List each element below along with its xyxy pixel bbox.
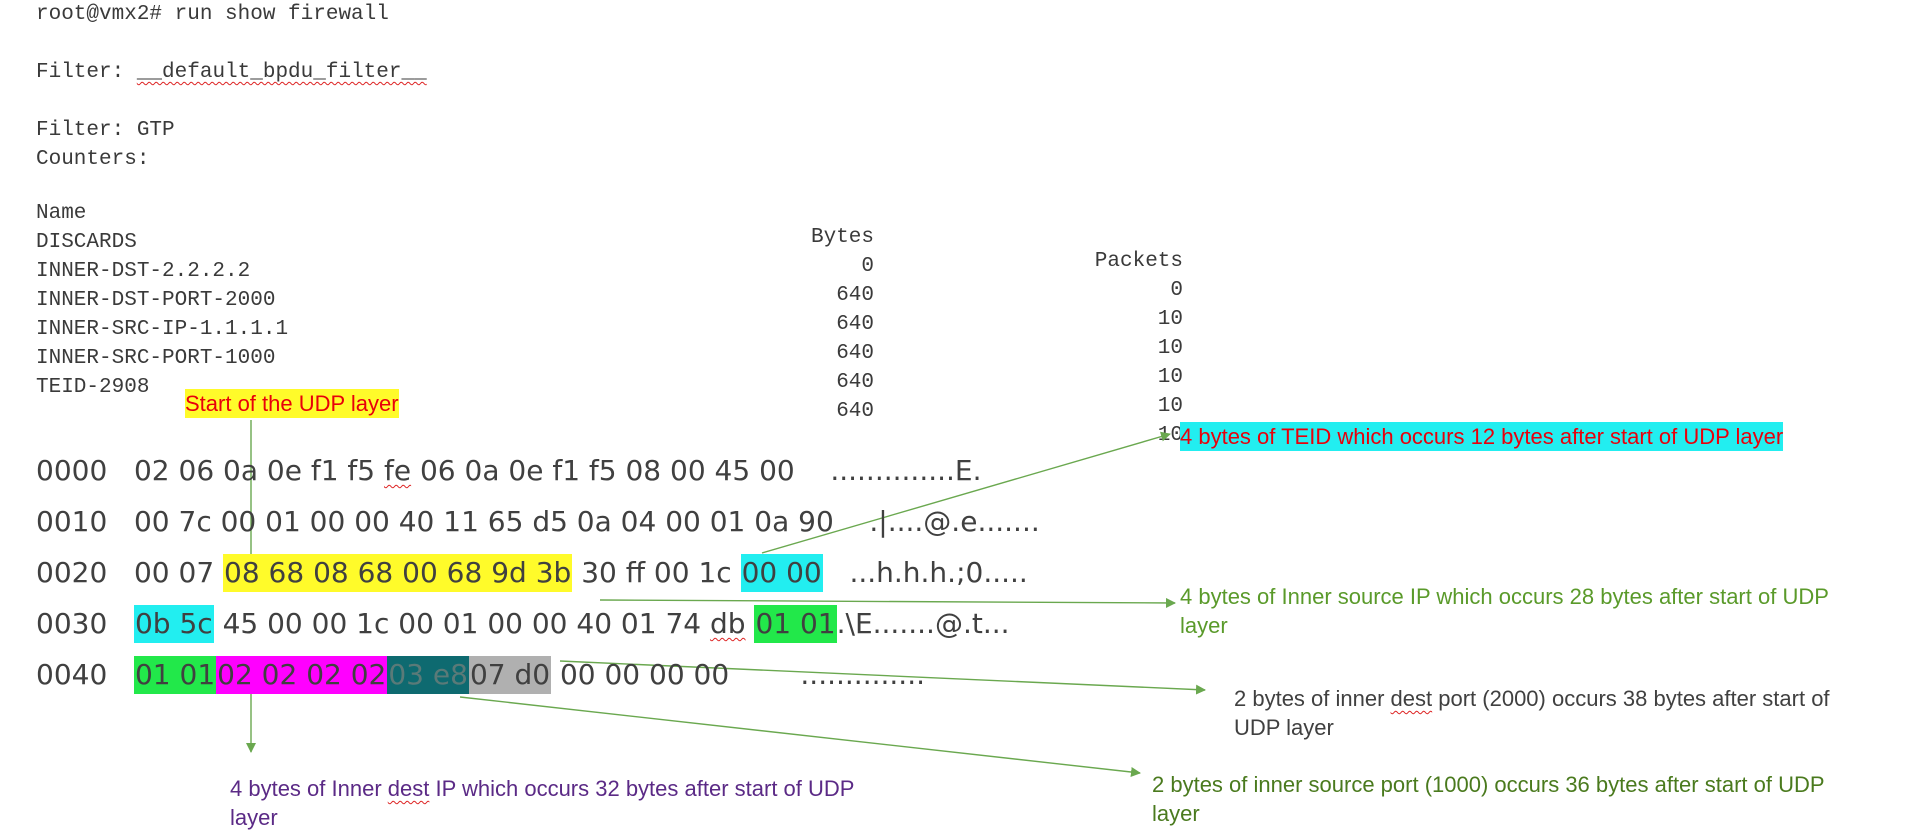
hex-row: 0000 02 06 0a 0e f1 f5 fe 06 0a 0e f1 f5…: [36, 452, 982, 490]
hex-row: 0020 00 07 08 68 08 68 00 68 9d 3b 30 ff…: [36, 554, 1028, 592]
filter-label: Filter:: [36, 61, 125, 84]
filter-default-name: __default_bpdu_filter__: [136, 61, 427, 84]
hex-bytes: 02 06 0a 0e f1 f5 fe 06 0a 0e f1 f5 08 0…: [133, 454, 795, 487]
annotation-line: 4 bytes of Inner dest IP which occurs 32…: [230, 774, 854, 803]
hex-ascii: ...h.h.h.;0.....: [849, 556, 1028, 589]
udp-header-highlight: 08 68 08 68 00 68 9d 3b: [223, 554, 573, 592]
inner-src-port-highlight: 03 e8: [387, 656, 469, 694]
inner-src-port-arrow: [459, 696, 1141, 777]
hex-bytes: 0b 5c 45 00 00 1c 00 01 00 00 40 01 74 d…: [133, 605, 837, 643]
hex-ascii: ..............: [800, 658, 925, 691]
counters-header: Name Bytes Packets: [0, 178, 1200, 273]
annotation-line: 2 bytes of inner dest port (2000) occurs…: [1234, 684, 1830, 713]
header-packets: Packets: [1094, 250, 1183, 273]
counter-bytes: 0: [861, 255, 874, 278]
udp-start-label: Start of the UDP layer: [185, 389, 399, 418]
counter-packets: 0: [1170, 279, 1183, 302]
teid-highlight: 0b 5c: [133, 605, 214, 643]
hex-offset: 0000: [36, 454, 108, 487]
annotation-line: layer: [1152, 801, 1200, 826]
header-name: Name: [36, 202, 87, 225]
annotation-fragment: IP which occurs 32 bytes after start of …: [429, 776, 855, 801]
counter-bytes: 640: [836, 400, 874, 423]
table-row: INNER-SRC-PORT-1000 640 10: [0, 323, 1200, 418]
hex-row: 0030 0b 5c 45 00 00 1c 00 01 00 00 40 01…: [36, 605, 1010, 643]
table-row: INNER-DST-2.2.2.2 640 10: [0, 236, 1200, 331]
inner-dst-ip-highlight: 02 02 02 02: [216, 656, 388, 694]
counter-name: TEID-2908: [36, 376, 150, 399]
hex-ascii: .|....@.e.......: [869, 505, 1040, 538]
annotation-line: 2 bytes of inner source port (1000) occu…: [1152, 772, 1825, 797]
annotation-line: UDP layer: [1234, 715, 1334, 740]
inner-src-ip-annotation: 4 bytes of Inner source IP which occurs …: [1180, 582, 1829, 640]
annotation-fragment: dest: [1390, 686, 1433, 711]
annotation-line: 4 bytes of Inner source IP which occurs …: [1180, 584, 1829, 609]
counter-bytes: 640: [836, 284, 874, 307]
counter-name: DISCARDS: [36, 231, 137, 254]
counter-name: INNER-SRC-IP-1.1.1.1: [36, 318, 289, 341]
counter-packets: 10: [1157, 395, 1183, 418]
inner-dst-ip-annotation: 4 bytes of Inner dest IP which occurs 32…: [230, 774, 854, 832]
annotation-line: layer: [1180, 613, 1228, 638]
counter-name: INNER-DST-PORT-2000: [36, 289, 276, 312]
hex-ascii: .\E.......@.t...: [836, 607, 1010, 640]
annotation-fragment: 2 bytes of inner: [1234, 686, 1391, 711]
table-row: DISCARDS 0 0: [0, 207, 1200, 302]
hex-bytes: 00 7c 00 01 00 00 40 11 65 d5 0a 04 00 0…: [133, 505, 834, 538]
annotation-fragment: 4 bytes of Inner: [230, 776, 388, 801]
hex-offset: 0040: [36, 658, 108, 691]
hex-offset: 0030: [36, 607, 108, 640]
counter-bytes: 640: [836, 342, 874, 365]
counter-packets: 10: [1157, 366, 1183, 389]
counter-name: INNER-DST-2.2.2.2: [36, 260, 251, 283]
inner-src-port-annotation: 2 bytes of inner source port (1000) occu…: [1152, 770, 1825, 828]
inner-dst-port-highlight: 07 d0: [468, 656, 552, 694]
hex-offset: 0020: [36, 556, 108, 589]
hex-row: 0010 00 7c 00 01 00 00 40 11 65 d5 0a 04…: [36, 503, 1040, 541]
inner-src-ip-highlight: 01 01: [133, 656, 217, 694]
inner-dst-port-annotation: 2 bytes of inner dest port (2000) occurs…: [1234, 684, 1830, 742]
inner-src-ip-highlight: 01 01: [754, 605, 837, 643]
annotation-fragment: dest: [387, 776, 430, 801]
inner-dst-port-arrow: [559, 660, 1206, 695]
counter-packets: 10: [1157, 337, 1183, 360]
counter-name: INNER-SRC-PORT-1000: [36, 347, 276, 370]
teid-annotation: 4 bytes of TEID which occurs 12 bytes af…: [1180, 422, 1784, 451]
table-row: INNER-SRC-IP-1.1.1.1 640 10: [0, 294, 1200, 389]
hex-bytes: 00 07 08 68 08 68 00 68 9d 3b 30 ff 00 1…: [134, 554, 823, 592]
annotation-fragment: port (2000) occurs 38 bytes after start …: [1432, 686, 1830, 711]
teid-highlight: 00 00: [740, 554, 823, 592]
annotation-line: layer: [230, 805, 278, 830]
counters-label: Counters:: [36, 148, 150, 171]
hex-offset: 0010: [36, 505, 108, 538]
hex-bytes: 01 0102 02 02 0203 e807 d0 00 00 00 00: [133, 656, 729, 694]
counter-packets: 10: [1157, 308, 1183, 331]
counter-bytes: 640: [836, 313, 874, 336]
header-bytes: Bytes: [810, 226, 874, 249]
inner-src-ip-arrow: [599, 597, 1176, 608]
command-prompt: root@vmx2# run show firewall: [36, 3, 389, 26]
hex-row: 0040 01 0102 02 02 0203 e807 d0 00 00 00…: [36, 656, 925, 694]
filter-gtp-line: Filter: GTP: [36, 119, 175, 142]
filter-default-line: Filter: __default_bpdu_filter__: [36, 61, 427, 85]
teid-arrow: [761, 431, 1171, 554]
table-row: INNER-DST-PORT-2000 640 10: [0, 265, 1200, 360]
hex-ascii: ..............E.: [830, 454, 982, 487]
counter-bytes: 640: [836, 371, 874, 394]
